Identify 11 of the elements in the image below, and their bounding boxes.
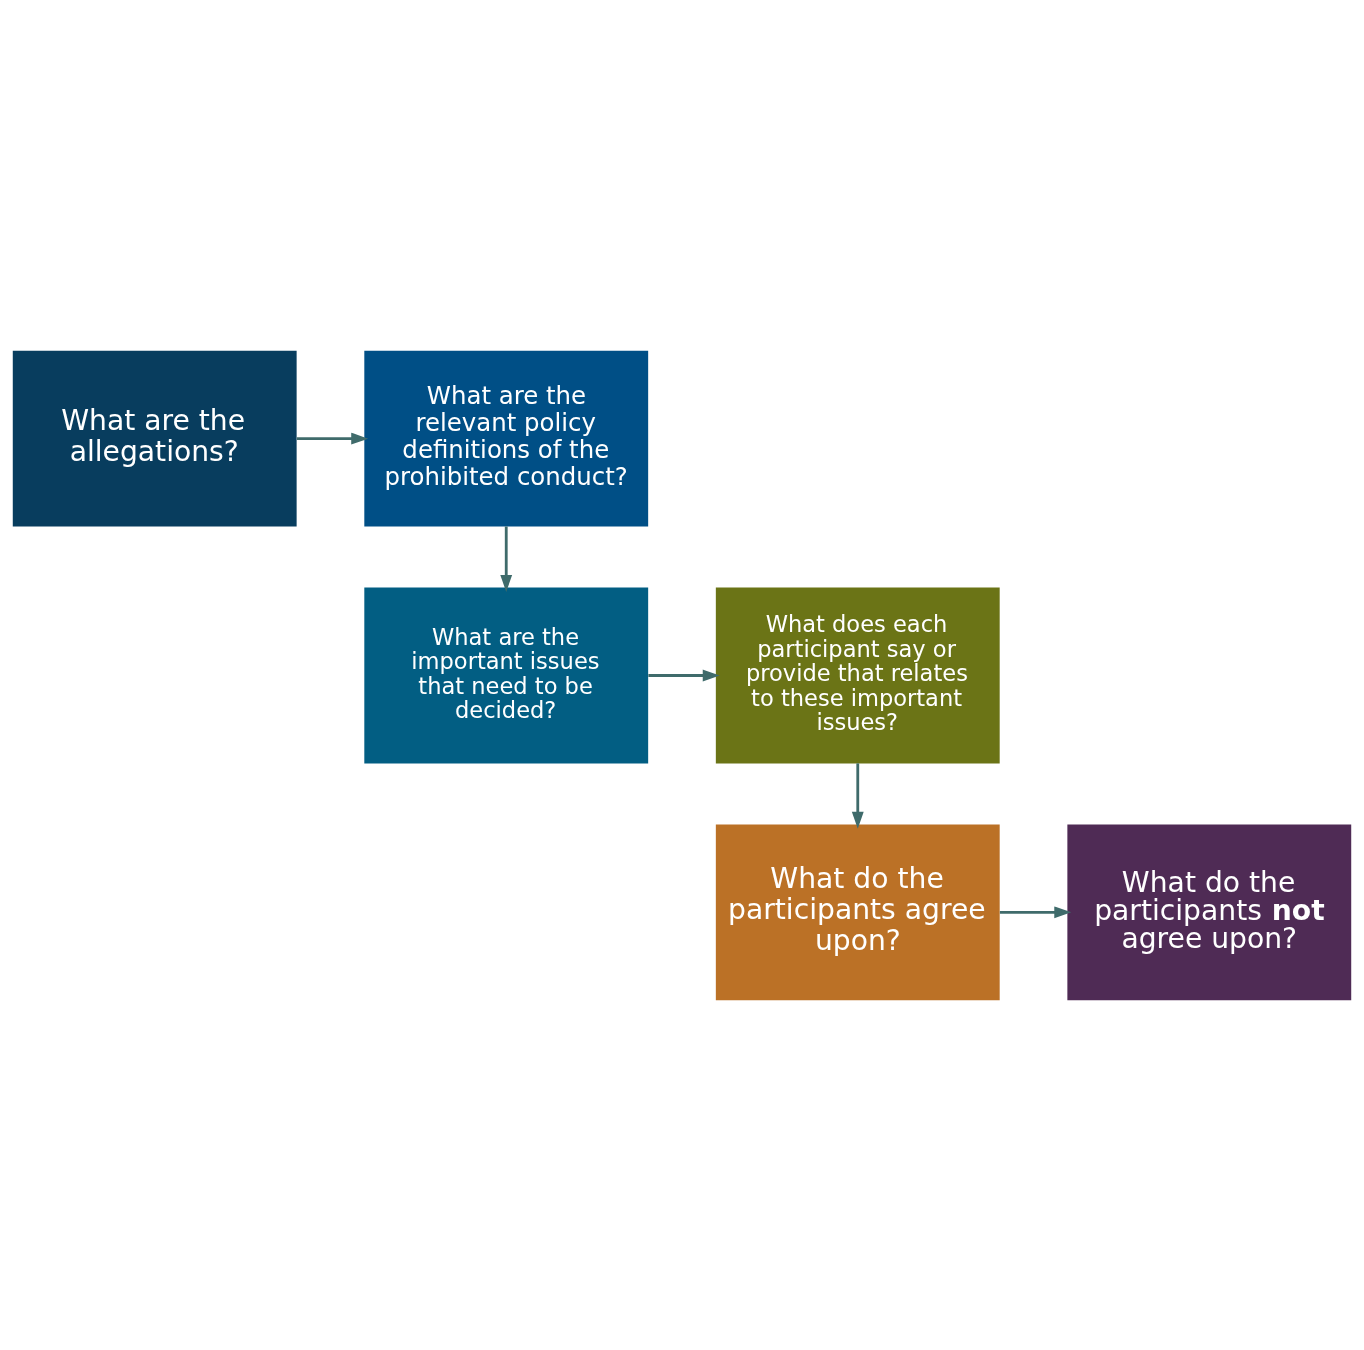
arrow <box>851 762 864 829</box>
node-box: What do the participants not agree upon? <box>1067 824 1352 1000</box>
node-box: What are the relevant policy definitions of the prohibited conduct? <box>364 350 649 526</box>
arrow <box>500 526 513 592</box>
node-box: What are the allegations? <box>12 350 297 526</box>
arrow <box>296 432 369 445</box>
arrow <box>648 669 720 681</box>
node-box: What do the participants agree upon? <box>715 824 1000 1000</box>
node-box: What does each participant say or provide that relates to these important issues? <box>715 587 1000 763</box>
arrow <box>999 905 1072 918</box>
node-box: What are the important issues that need to be decided? <box>364 587 649 763</box>
